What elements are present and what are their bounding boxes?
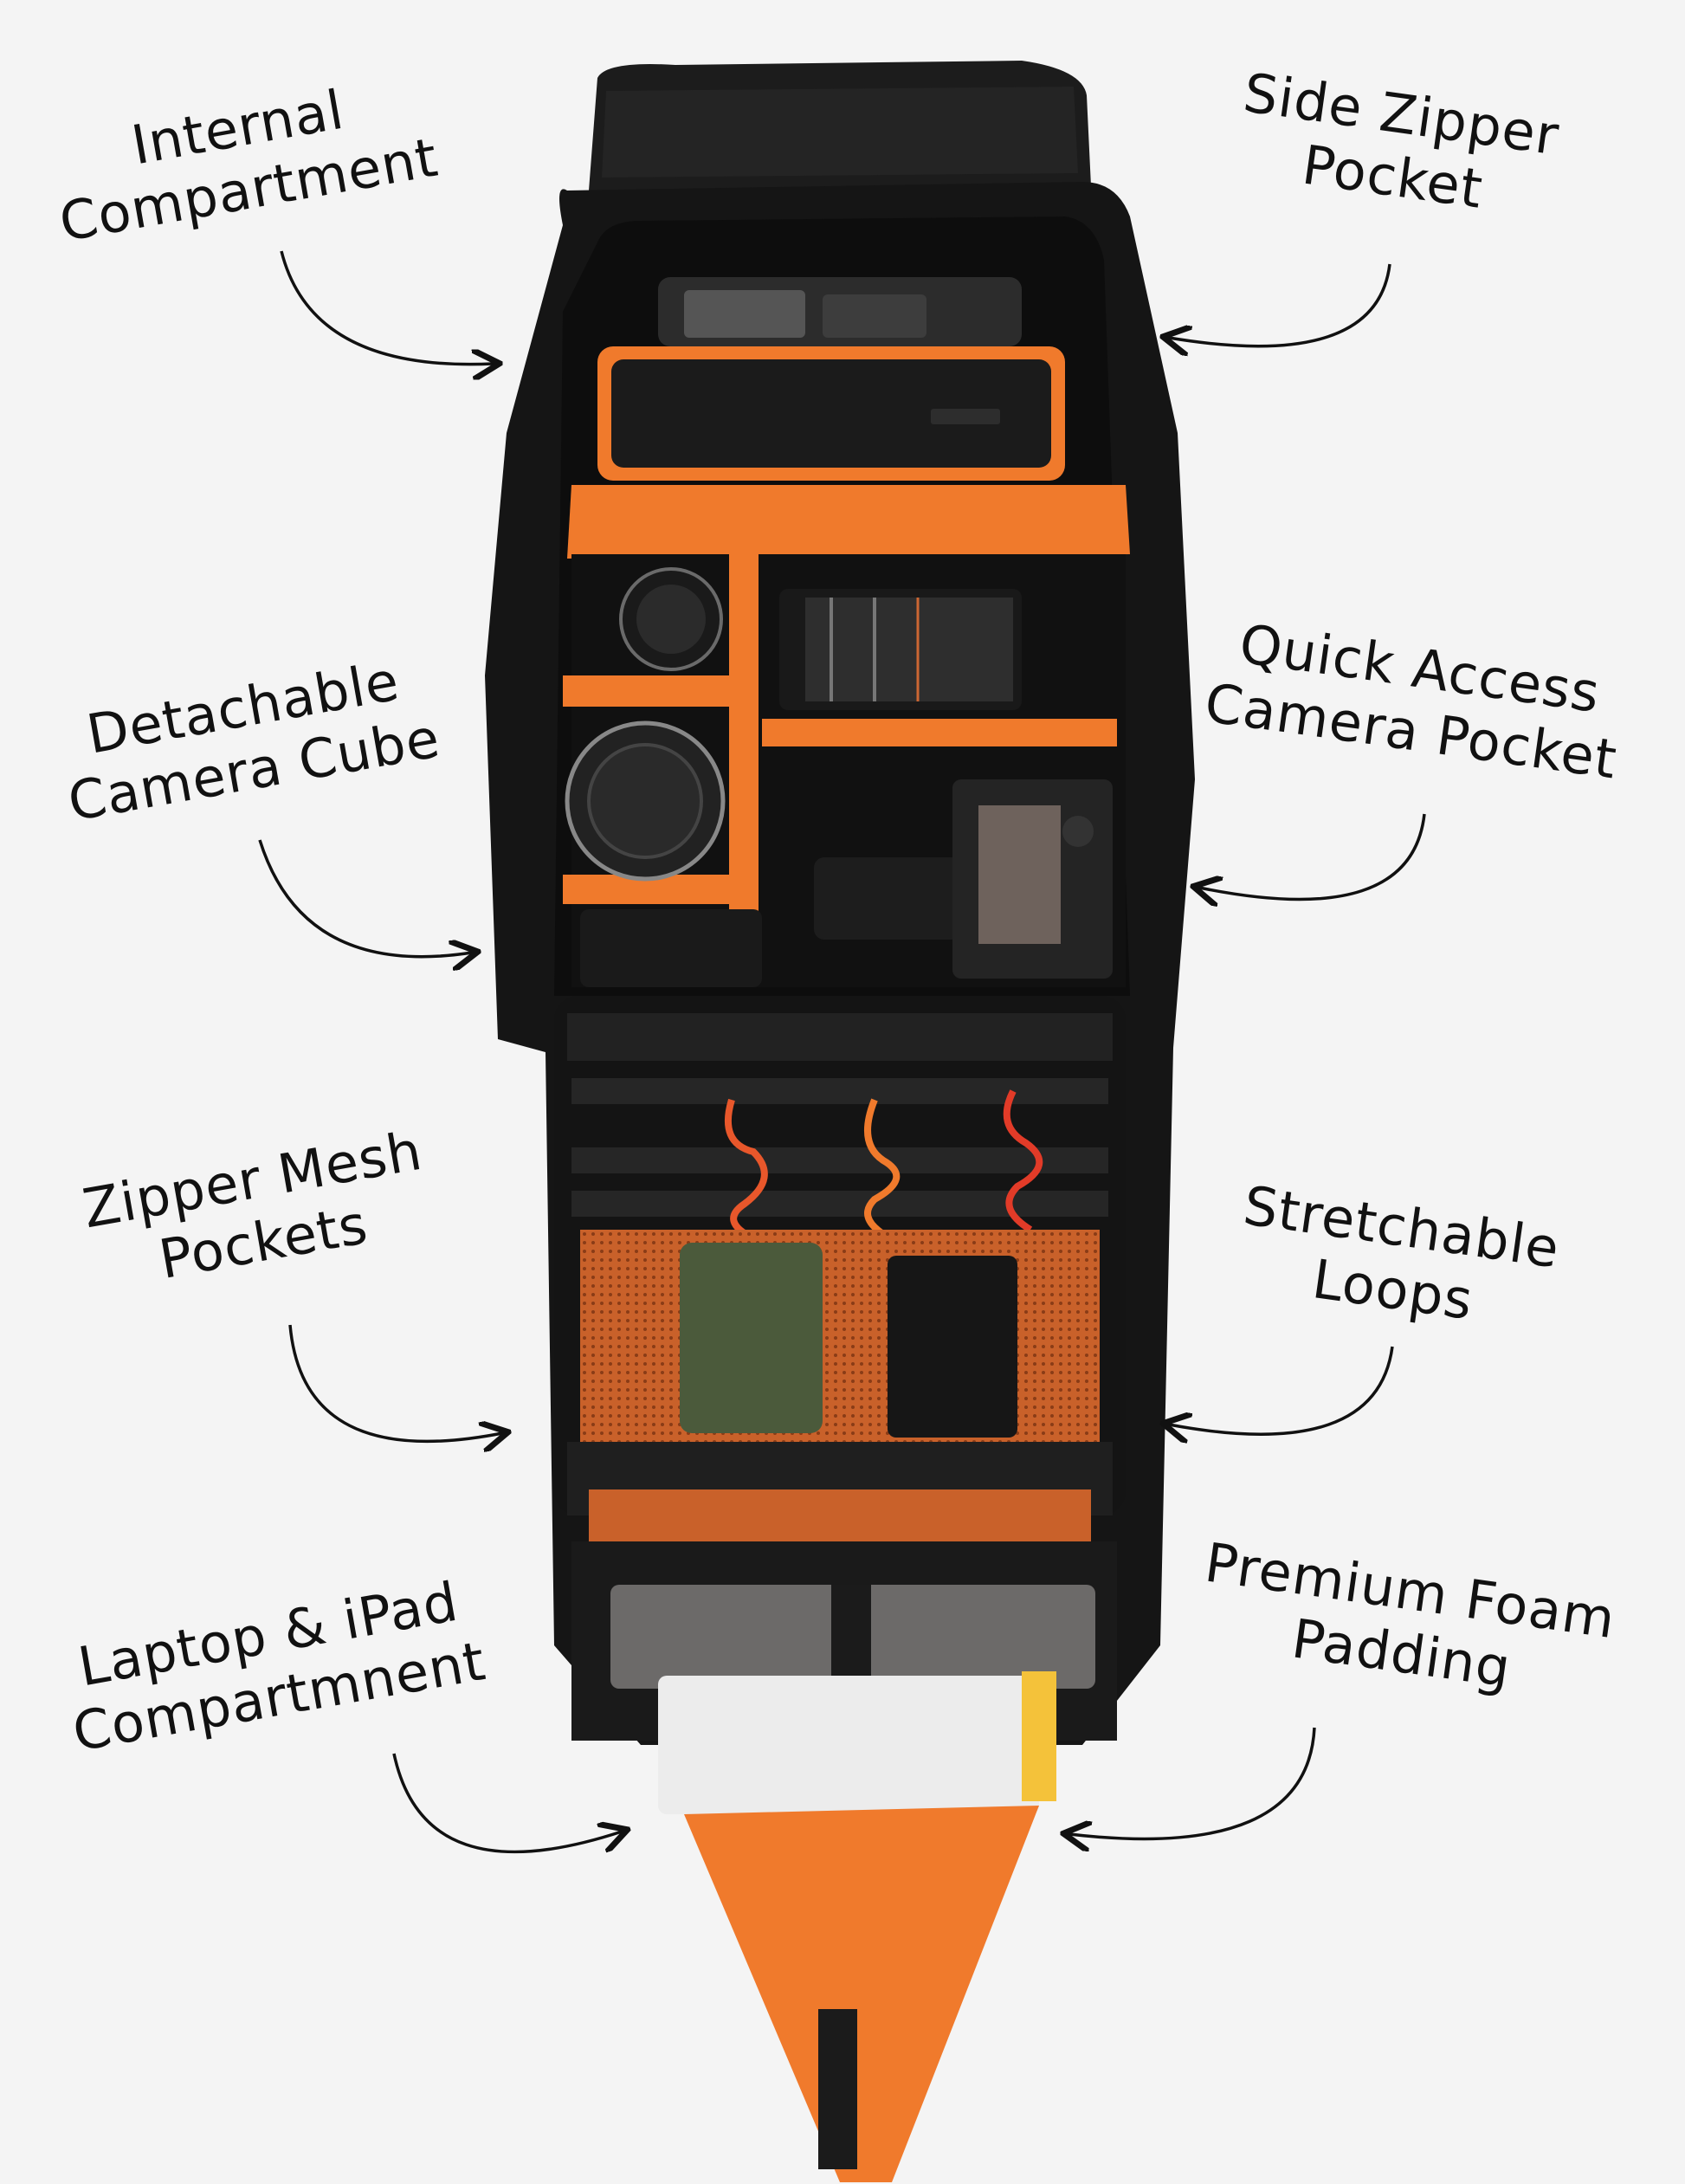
cables: [724, 1089, 1043, 1242]
arrows: [258, 250, 1426, 1854]
arrow-mesh: [288, 1324, 502, 1441]
internal-compartment: [597, 277, 1065, 481]
arrow-laptop: [392, 1753, 622, 1854]
arrow-foam: [1069, 1727, 1316, 1838]
arrow-internal: [280, 250, 494, 365]
molle-webbing: [571, 1078, 1108, 1217]
arrow-loops: [1169, 1346, 1394, 1434]
camera-cube: [563, 485, 1130, 987]
arrow-camera-cube: [258, 839, 472, 957]
laptop-compartment: [571, 1541, 1117, 1814]
backpack-top: [589, 61, 1091, 191]
foam-padding: [684, 1806, 1039, 2182]
front-flap: [554, 996, 1126, 1541]
arrow-side-zipper: [1169, 263, 1391, 346]
arrow-quick-access: [1199, 813, 1426, 900]
